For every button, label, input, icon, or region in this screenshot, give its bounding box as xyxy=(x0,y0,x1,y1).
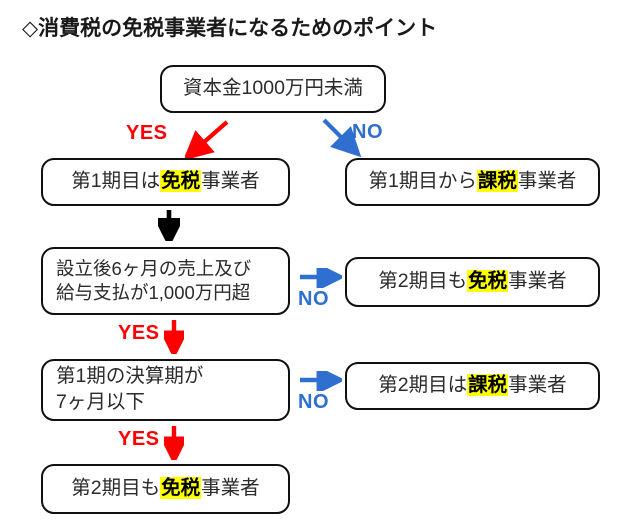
node-first-settlement-line2: 7ヶ月以下 xyxy=(56,391,145,413)
node-first-period-taxable: 第1期目から課税事業者 xyxy=(345,158,600,206)
node-second-period-taxable: 第2期目は課税事業者 xyxy=(345,362,600,410)
node-second-period-exempt-a-post: 事業者 xyxy=(508,270,567,293)
node-first-period-exempt: 第1期目は免税事業者 xyxy=(41,158,290,206)
node-six-month-sales-line2: 給与支払が1,000万円超 xyxy=(56,282,251,303)
red-diagonal-down-left-arrow xyxy=(185,120,229,160)
red-down-arrow-2 xyxy=(164,426,184,460)
node-second-period-exempt-a-keyword: 免税 xyxy=(467,270,509,293)
red-down-arrow-1 xyxy=(164,320,184,354)
node-first-period-exempt-text: 第1期目は免税事業者 xyxy=(71,169,260,195)
node-first-period-taxable-post: 事業者 xyxy=(517,170,577,193)
node-second-period-exempt-a-text: 第2期目も免税事業者 xyxy=(378,269,567,295)
blue-diagonal-down-right-arrow xyxy=(322,118,362,158)
label-no-2: NO xyxy=(298,288,329,310)
node-first-period-taxable-text: 第1期目から課税事業者 xyxy=(368,169,577,195)
node-first-period-taxable-pre: 第1期目から xyxy=(368,170,477,193)
blue-right-arrow-2 xyxy=(300,371,342,391)
node-second-period-exempt-b-text: 第2期目も免税事業者 xyxy=(71,476,260,502)
label-no-3: NO xyxy=(298,391,329,413)
node-second-period-taxable-keyword: 課税 xyxy=(467,374,509,397)
label-yes-3: YES xyxy=(118,428,160,450)
node-second-period-exempt-b-pre: 第2期目も xyxy=(71,477,161,500)
node-capital-text: 資本金1000万円未満 xyxy=(183,77,363,100)
node-first-settlement-line1: 第1期の決算期が xyxy=(56,365,204,388)
node-first-period-exempt-keyword: 免税 xyxy=(160,170,202,193)
node-second-period-taxable-pre: 第2期目は xyxy=(378,374,468,397)
node-second-period-exempt-b-keyword: 免税 xyxy=(160,477,202,500)
node-second-period-exempt-a: 第2期目も免税事業者 xyxy=(345,257,600,307)
page-title: ◇消費税の免税事業者になるためのポイント xyxy=(22,17,438,40)
node-first-period-exempt-pre: 第1期目は xyxy=(71,170,161,193)
node-second-period-taxable-post: 事業者 xyxy=(508,374,567,397)
node-first-period-exempt-post: 事業者 xyxy=(201,170,260,193)
label-yes-1: YES xyxy=(126,122,168,144)
label-yes-2: YES xyxy=(118,322,160,344)
node-six-month-sales-line1: 設立後6ヶ月の売上及び xyxy=(56,257,252,279)
node-second-period-taxable-text: 第2期目は課税事業者 xyxy=(378,373,567,399)
node-first-period-taxable-keyword: 課税 xyxy=(476,170,518,193)
node-six-month-sales: 設立後6ヶ月の売上及び 給与支払が1,000万円超 xyxy=(41,247,290,315)
black-down-arrow xyxy=(158,210,180,241)
node-second-period-exempt-a-pre: 第2期目も xyxy=(378,270,468,293)
blue-right-arrow-1 xyxy=(300,268,342,288)
label-no-1: NO xyxy=(352,121,383,143)
node-first-settlement: 第1期の決算期が 7ヶ月以下 xyxy=(41,359,290,421)
node-second-period-exempt-b-post: 事業者 xyxy=(201,477,260,500)
node-second-period-exempt-b: 第2期目も免税事業者 xyxy=(41,464,290,514)
node-capital: 資本金1000万円未満 xyxy=(160,65,386,113)
